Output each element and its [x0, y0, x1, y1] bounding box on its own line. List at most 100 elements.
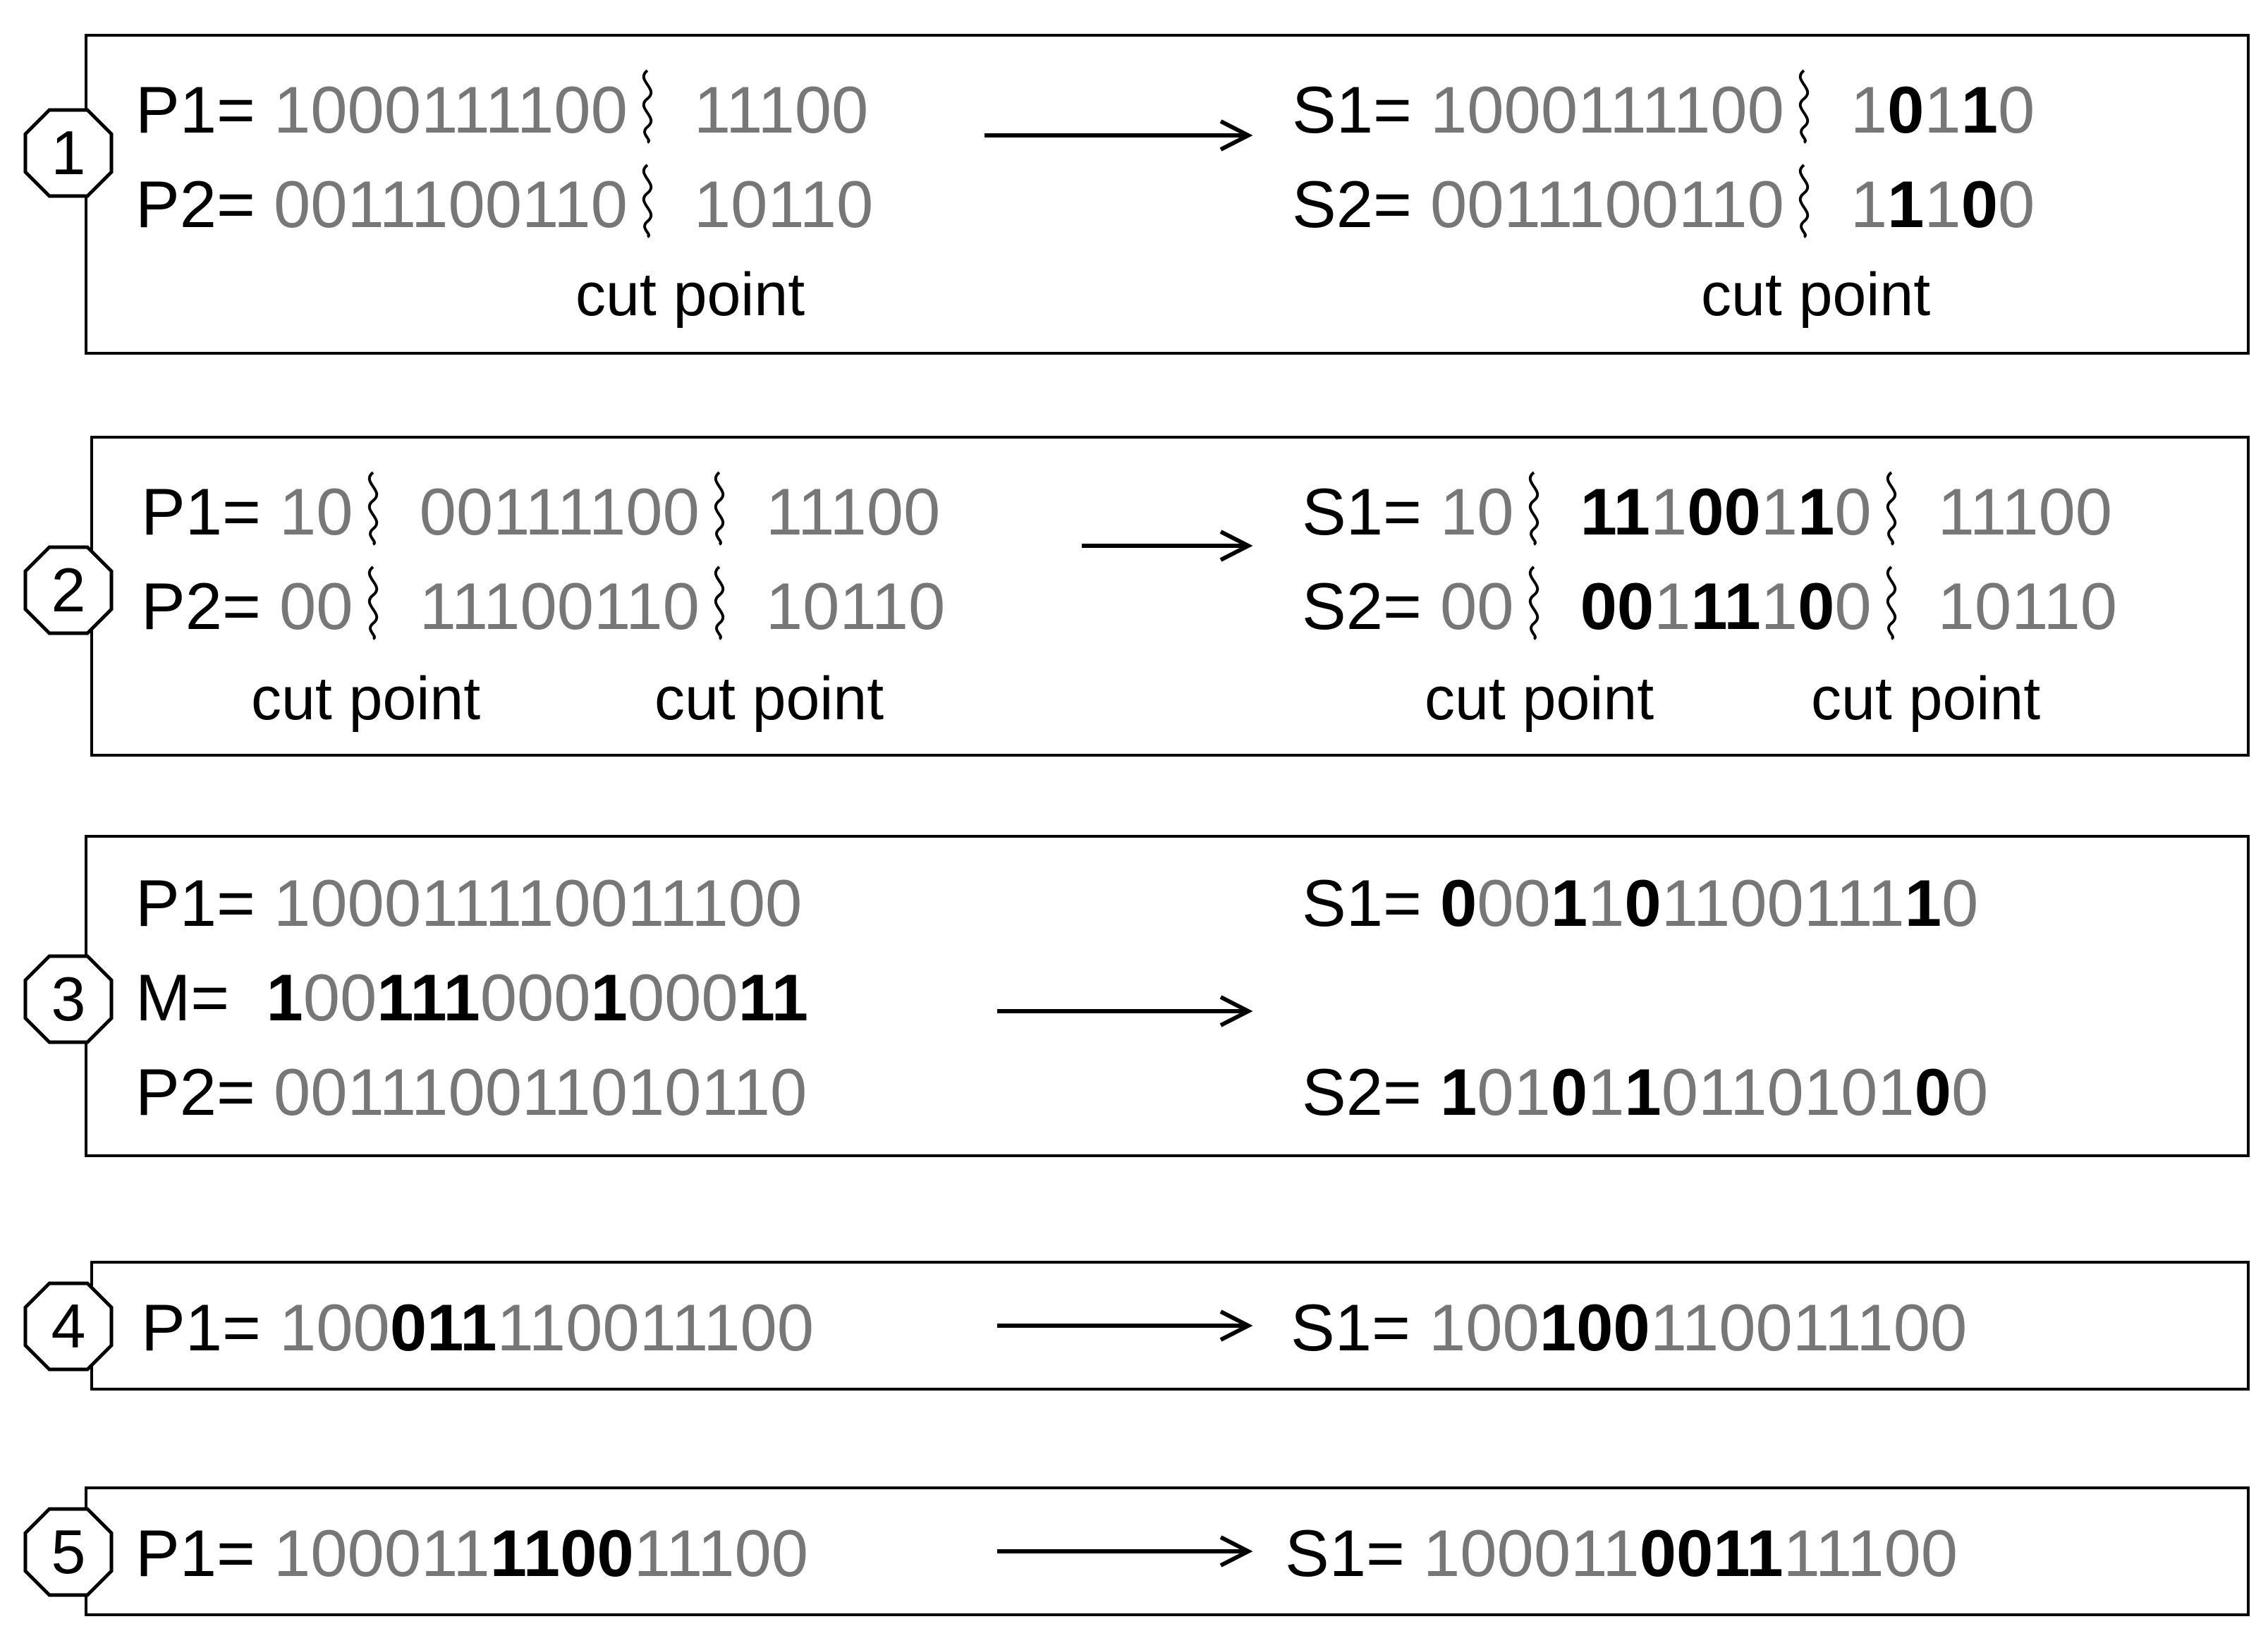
wavy-cut-marker-icon	[1876, 470, 1907, 547]
highlighted-bits: 1	[1798, 475, 1835, 549]
bits: 1	[1587, 1055, 1625, 1129]
highlighted-bits: 1	[1961, 73, 1998, 147]
row-label: S2=	[1302, 1055, 1440, 1129]
panel-3	[85, 835, 2250, 1157]
row-label: P1=	[141, 1290, 279, 1364]
highlighted-bits: 1	[590, 960, 628, 1034]
panel-4-right-row-1: S1= 100100110011100	[1291, 1295, 1967, 1361]
row-label: S1=	[1302, 866, 1440, 940]
octagon-icon	[23, 1507, 114, 1597]
step-number: 4	[51, 1291, 86, 1361]
bits: 1	[1850, 73, 1888, 147]
wavy-cut-marker-icon	[1788, 162, 1819, 240]
highlighted-bits: 0	[1550, 1055, 1588, 1129]
wavy-cut-marker-icon	[358, 470, 389, 547]
panel-3-left-row-2: M= 100111000100011	[135, 965, 808, 1031]
bits: 1	[1850, 167, 1888, 241]
highlighted-bits: 0	[1887, 73, 1925, 147]
bits: 10	[1440, 475, 1514, 549]
bits: 0	[1997, 167, 2035, 241]
bits: 1	[1587, 866, 1625, 940]
step-badge-5: 5	[23, 1506, 114, 1598]
octagon-icon	[23, 108, 114, 198]
row-label: P1=	[135, 866, 274, 940]
highlighted-bits: 11	[738, 960, 809, 1034]
row-label: P1=	[141, 475, 279, 549]
bits: 1	[1760, 475, 1798, 549]
wavy-cut-marker-icon	[1876, 564, 1907, 642]
row-label: S1=	[1292, 73, 1430, 147]
bits: 00	[279, 569, 353, 643]
highlighted-bits: 1	[266, 960, 303, 1034]
cut-point-label: cut point	[1811, 665, 2041, 733]
highlighted-bits: 11	[1690, 569, 1761, 643]
bits: 11100	[1937, 475, 2113, 549]
panel-3-left-row-1: P1= 100011110011100	[135, 870, 802, 936]
row-label: S2=	[1292, 167, 1430, 241]
panel-3-left-row-3: P2= 001110011010110	[135, 1059, 807, 1125]
bits: 0110101	[1661, 1055, 1915, 1129]
bits: 100011	[1423, 1516, 1640, 1590]
row-label: P2=	[141, 569, 279, 643]
bits: 11100	[765, 475, 941, 549]
panel-3-right-row-2: S2= 101011011010100	[1302, 1059, 1988, 1125]
highlighted-bits: 0	[1914, 1055, 1951, 1129]
step-number: 3	[51, 964, 86, 1034]
highlighted-bits: 100	[1539, 1290, 1650, 1364]
step-badge-3: 3	[23, 953, 114, 1045]
highlighted-bits: 00	[1687, 475, 1761, 549]
cut-point-label: cut point	[1425, 665, 1654, 733]
bits: 1	[1654, 569, 1691, 643]
highlighted-bits: 1100	[489, 1516, 634, 1590]
bits: 00	[1440, 569, 1514, 643]
highlighted-bits: 1	[1550, 866, 1588, 940]
panel-1	[85, 34, 2250, 355]
step-badge-2: 2	[23, 544, 114, 636]
octagon-icon	[23, 545, 114, 635]
bits: 100011110011100	[274, 866, 803, 940]
row-label: S1=	[1285, 1516, 1423, 1590]
bits: 0011100110	[1430, 167, 1784, 241]
bits: 100	[279, 1290, 390, 1364]
bits: 0	[1941, 866, 1979, 940]
bits: 0	[1834, 475, 1872, 549]
bits: 000	[480, 960, 591, 1034]
highlighted-bits: 1	[1624, 1055, 1662, 1129]
bits: 11100110	[419, 569, 700, 643]
highlighted-bits: 0	[1624, 866, 1662, 940]
bits: 100011	[274, 1516, 490, 1590]
bits: 0	[1834, 569, 1872, 643]
wavy-cut-marker-icon	[632, 68, 663, 145]
highlighted-bits: 0	[1798, 569, 1835, 643]
bits: 0	[1951, 1055, 1989, 1129]
bits: 1	[1924, 73, 1961, 147]
bits: 1	[1760, 569, 1798, 643]
row-label: S1=	[1302, 475, 1440, 549]
arrow-icon	[1082, 530, 1253, 562]
bits: 1	[1650, 475, 1688, 549]
step-badge-4: 4	[23, 1281, 114, 1372]
bits: 1100111	[1661, 866, 1905, 940]
wavy-cut-marker-icon	[704, 564, 735, 642]
arrow-icon	[984, 119, 1253, 152]
highlighted-bits: 1	[1887, 167, 1925, 241]
row-label: P2=	[135, 167, 274, 241]
wavy-cut-marker-icon	[358, 564, 389, 642]
panel-4-left-row-1: P1= 100011110011100	[141, 1295, 814, 1361]
row-label: S1=	[1291, 1290, 1429, 1364]
arrow-icon	[997, 1309, 1253, 1342]
bits: 110011100	[496, 1290, 815, 1364]
cut-point-label: cut point	[1701, 261, 1931, 329]
bits: 10110	[693, 167, 874, 241]
octagon-icon	[23, 1281, 114, 1372]
octagon-icon	[23, 954, 114, 1044]
panel-5-left-row-1: P1= 100011110011100	[135, 1520, 808, 1587]
highlighted-bits: 0	[1440, 866, 1477, 940]
highlighted-bits: 0011	[1639, 1516, 1784, 1590]
